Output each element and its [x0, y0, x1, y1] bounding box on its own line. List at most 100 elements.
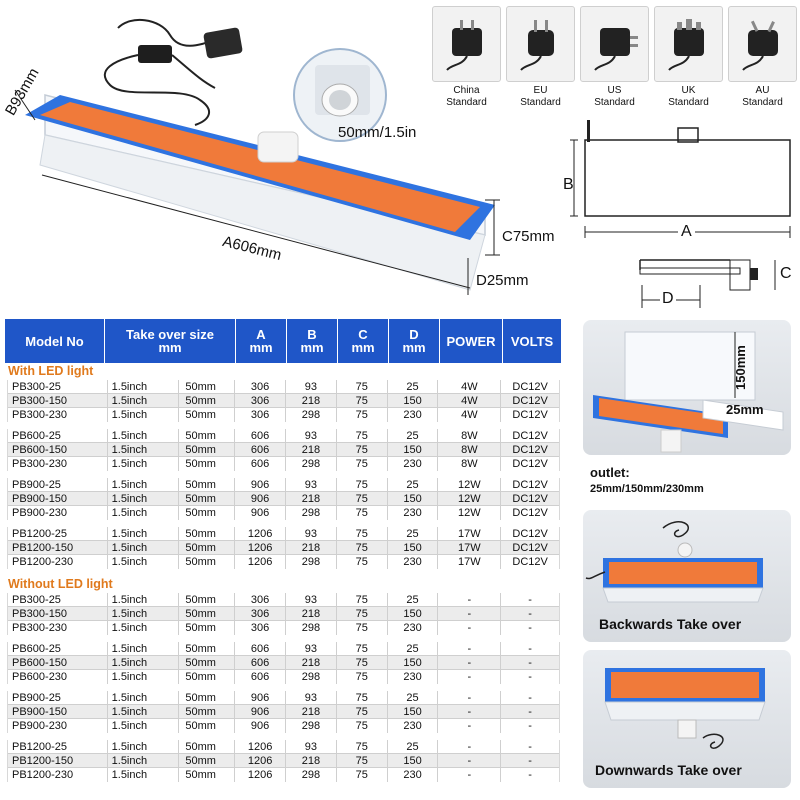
table-cell: - — [438, 642, 502, 655]
table-cell: 75 — [337, 621, 388, 635]
front-dimension-drawing: B A — [560, 120, 800, 245]
table-cell: 230 — [388, 408, 439, 422]
table-cell: 1.5inch — [108, 457, 180, 471]
table-cell: DC12V — [512, 395, 548, 407]
table-cell: DC12V — [512, 381, 548, 393]
table-cell: - — [528, 622, 532, 634]
section-title: Without LED light — [8, 577, 113, 591]
eu-plug-icon — [506, 6, 575, 82]
table-cell: 50mm — [179, 457, 236, 471]
table-cell: - — [528, 720, 532, 732]
table-cell: 606 — [235, 443, 287, 456]
waterfall-spillway-image — [14, 18, 500, 295]
table-cell: 606 — [235, 642, 287, 655]
table-cell: 1.5inch — [108, 380, 180, 393]
table-cell: 606 — [235, 429, 287, 442]
table-cell: 1.5inch — [108, 642, 180, 655]
outlet-title: outlet: — [590, 465, 630, 480]
table-cell: 230 — [388, 457, 439, 471]
table-cell: 1.5inch — [108, 754, 180, 767]
table-cell: 1.5inch — [108, 541, 180, 554]
table-cell: 75 — [337, 541, 388, 554]
table-cell: 218 — [286, 705, 337, 718]
table-cell: 1.5inch — [108, 506, 180, 520]
table-cell: 75 — [337, 478, 388, 491]
table-cell: PB900-230 — [8, 719, 108, 733]
table-cell: - — [528, 692, 532, 704]
us-plug-icon — [580, 6, 649, 82]
table-cell: - — [438, 670, 502, 684]
table-cell: - — [438, 740, 502, 753]
table-cell: 75 — [337, 719, 388, 733]
table-cell: 298 — [286, 457, 337, 471]
table-cell: 75 — [337, 429, 388, 442]
table-cell: 12W — [438, 492, 502, 505]
table-cell: 75 — [337, 457, 388, 471]
table-cell: PB900-25 — [8, 478, 108, 491]
table-cell: 75 — [337, 670, 388, 684]
table-cell: 1.5inch — [108, 394, 180, 407]
table-cell: 93 — [286, 429, 337, 442]
table-cell: 17W — [438, 555, 502, 569]
table-cell: - — [528, 769, 532, 781]
table-cell: 1.5inch — [108, 691, 180, 704]
table-cell: 50mm — [179, 670, 236, 684]
outlet-values: 25mm/150mm/230mm — [590, 483, 704, 495]
table-cell: DC12V — [512, 479, 548, 491]
table-cell: - — [438, 768, 502, 782]
table-cell: 50mm — [179, 555, 236, 569]
table-cell: 230 — [388, 768, 439, 782]
au-plug-icon — [728, 6, 797, 82]
table-cell: - — [528, 671, 532, 683]
table-cell: 1206 — [235, 740, 287, 753]
downwards-photo: Downwards Take over — [583, 650, 791, 788]
adapter-uk-std: Standard — [668, 97, 709, 108]
drawing-a-label: A — [678, 223, 695, 241]
table-cell: - — [438, 754, 502, 767]
table-cell: 50mm — [179, 656, 236, 669]
table-cell: 4W — [438, 394, 502, 407]
table-cell: 93 — [286, 478, 337, 491]
table-cell: PB600-25 — [8, 429, 108, 442]
table-cell: 75 — [337, 527, 388, 540]
table-cell: 12W — [438, 478, 502, 491]
adapter-eu-name: EU — [533, 85, 548, 96]
table-cell: 50mm — [179, 429, 236, 442]
table-cell: DC12V — [512, 542, 548, 554]
uk-plug-icon — [654, 6, 723, 82]
table-cell: 50mm — [179, 527, 236, 540]
table-cell: - — [528, 657, 532, 669]
table-cell: PB600-25 — [8, 642, 108, 655]
table-cell: PB300-230 — [8, 621, 108, 635]
table-cell: DC12V — [512, 556, 548, 568]
table-cell: 150 — [388, 492, 439, 505]
table-cell: 50mm — [179, 705, 236, 718]
table-cell: PB300-150 — [8, 394, 108, 407]
china-plug-icon — [432, 6, 501, 82]
table-cell: 50mm — [179, 443, 236, 456]
table-cell: 4W — [438, 380, 502, 393]
table-cell: 1206 — [235, 527, 287, 540]
table-cell: 306 — [235, 380, 287, 393]
table-cell: 218 — [286, 541, 337, 554]
table-cell: PB1200-150 — [8, 754, 108, 767]
table-cell: PB600-150 — [8, 656, 108, 669]
table-cell: 298 — [286, 621, 337, 635]
table-cell: 93 — [286, 527, 337, 540]
table-cell: 306 — [235, 593, 287, 606]
adapter-china-name: China — [453, 85, 480, 96]
